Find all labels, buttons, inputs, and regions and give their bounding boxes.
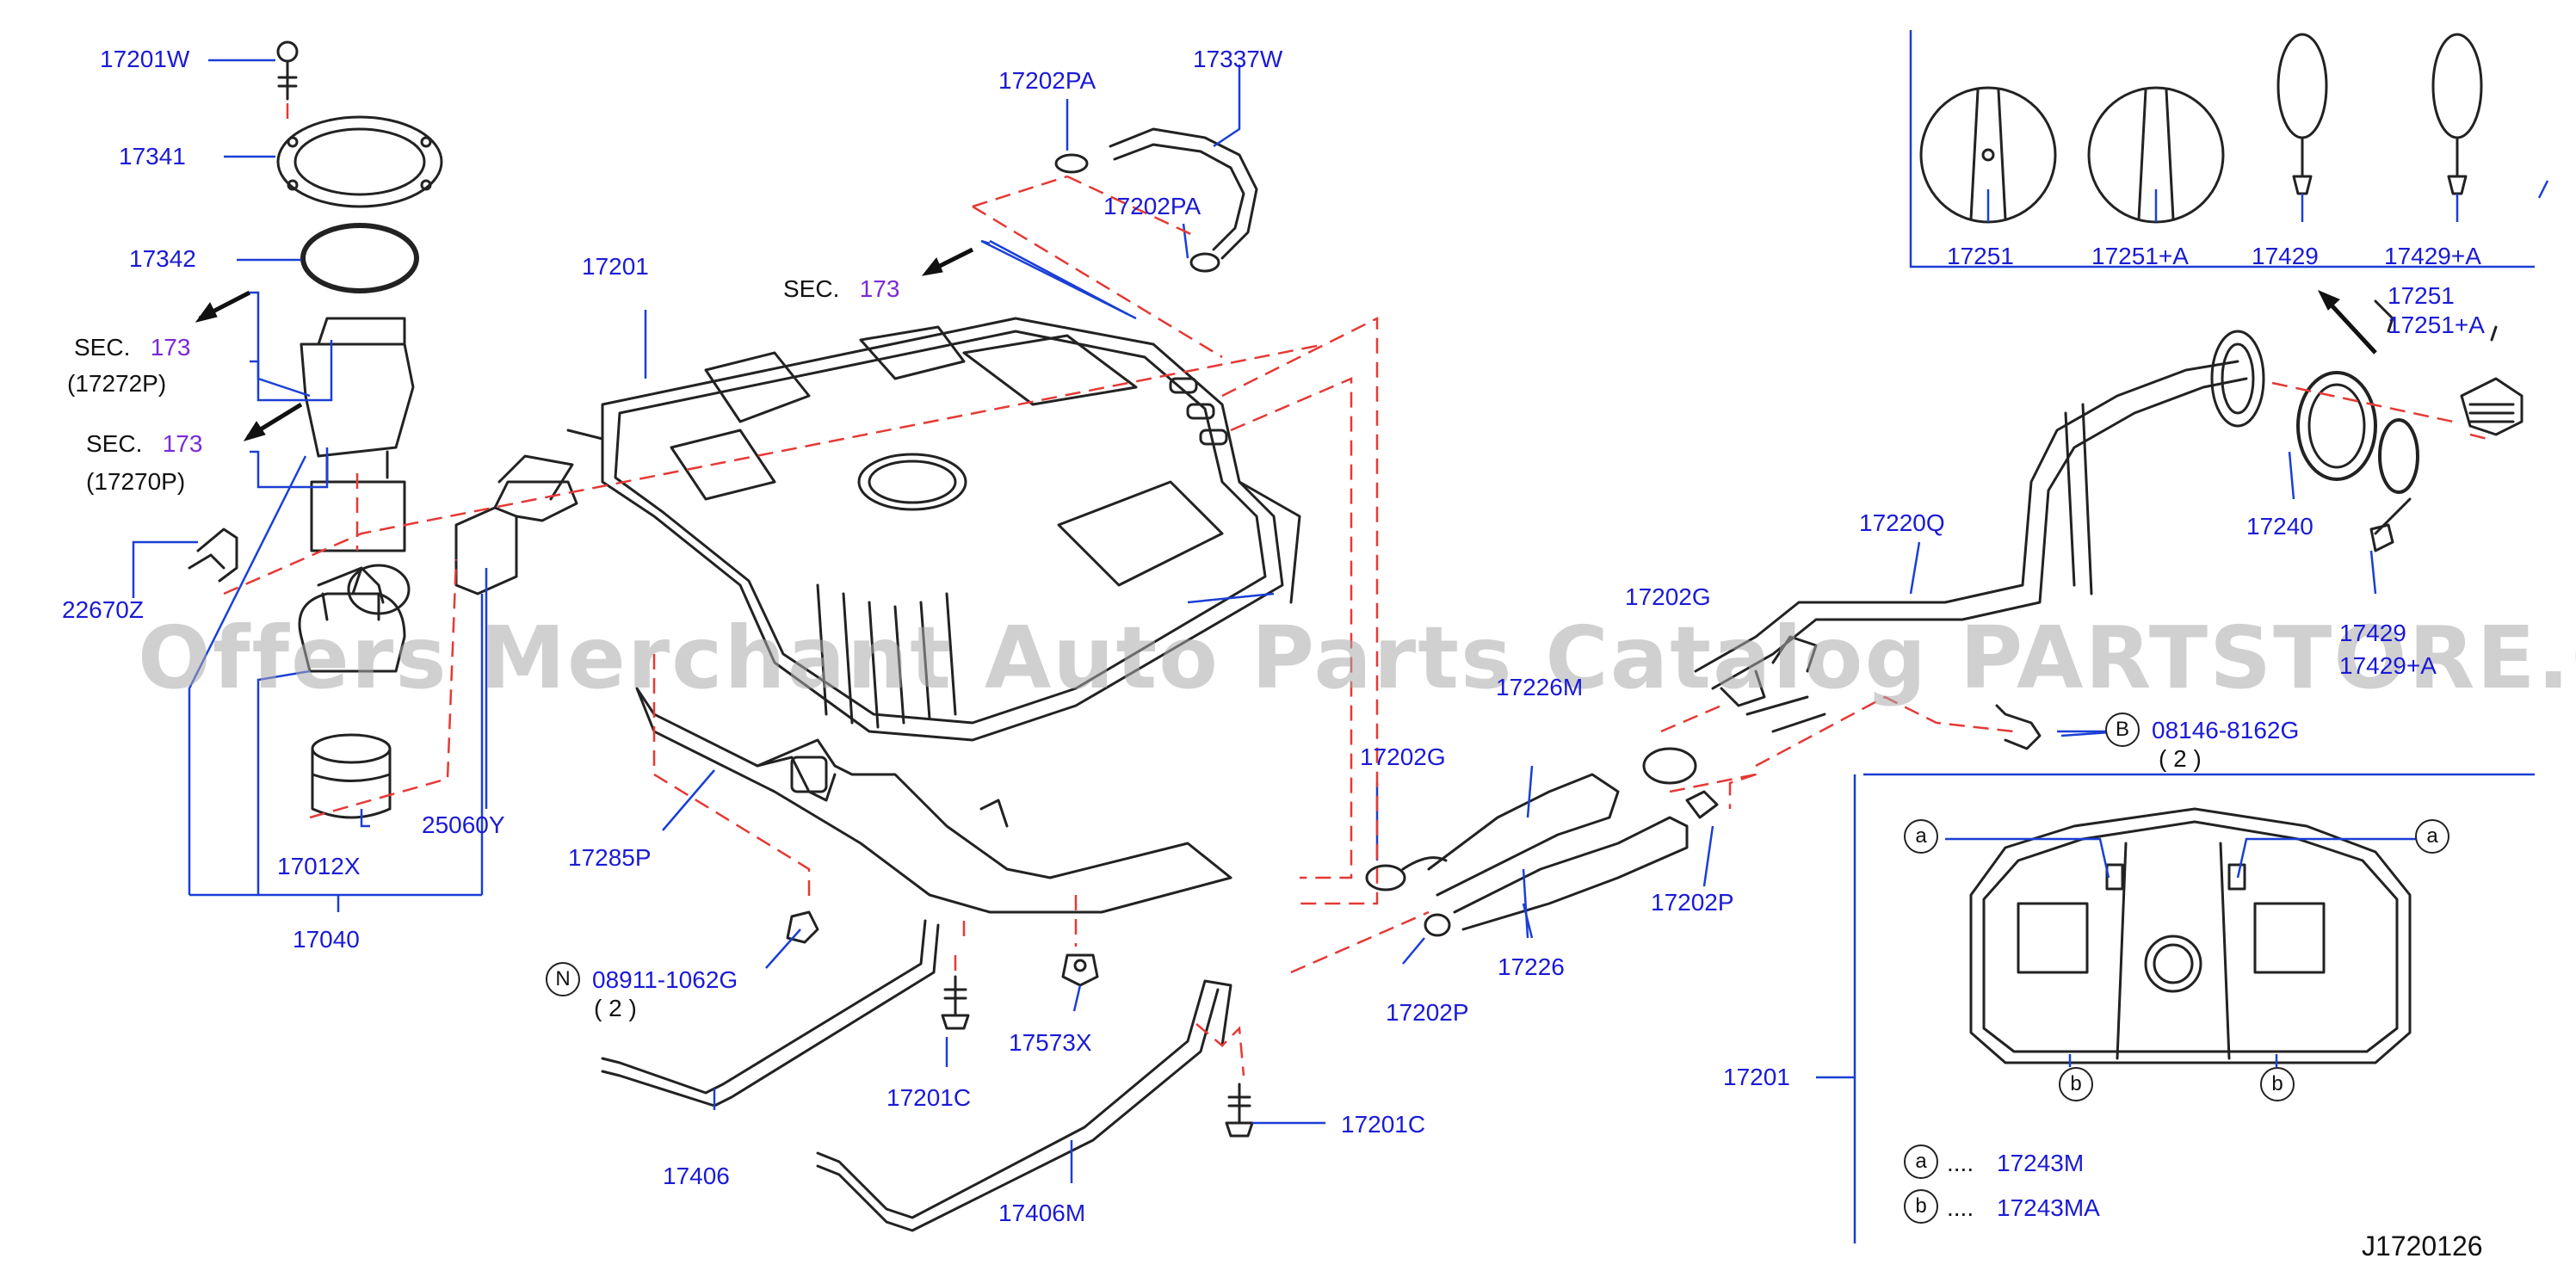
part-label-17202G-left[interactable]: 17202G [1360, 743, 1446, 770]
part-label-17341[interactable]: 17341 [119, 143, 186, 170]
legend-part-17243M[interactable]: 17243M [1997, 1150, 2085, 1176]
part-label-17040[interactable]: 17040 [293, 926, 360, 953]
section-number: 173 [162, 430, 203, 457]
part-label-17240[interactable]: 17240 [2246, 513, 2313, 540]
section-prefix: SEC. [783, 275, 840, 302]
legend-dots-b: .... [1947, 1194, 1974, 1221]
part-label-17201-detail[interactable]: 17201 [1723, 1064, 1790, 1090]
part-label-17406M[interactable]: 17406M [998, 1200, 1086, 1226]
part-label-17429-inset[interactable]: 17429 [2252, 243, 2319, 269]
part-label-17429A-inset[interactable]: 17429+A [2384, 243, 2481, 269]
part-label-22670Z[interactable]: 22670Z [62, 596, 144, 623]
marker-N: N [546, 962, 580, 996]
section-prefix: SEC. [86, 430, 143, 457]
part-label-17202PA-top[interactable]: 17202PA [998, 67, 1096, 94]
part-label-17226M[interactable]: 17226M [1496, 674, 1584, 700]
part-label-17251A-inset[interactable]: 17251+A [2091, 243, 2189, 269]
part-label-17201C-left[interactable]: 17201C [886, 1084, 972, 1111]
section-number: 173 [150, 334, 191, 361]
quantity-08911: ( 2 ) [594, 995, 637, 1021]
leader-lines [132, 30, 2549, 1243]
part-label-08146-8162G[interactable]: 08146-8162G [2152, 717, 2300, 743]
tank-detail-drawing [1969, 807, 2412, 1064]
marker-a-left: a [1904, 819, 1938, 854]
hoses-drawing [1054, 127, 1719, 937]
part-label-17251-inset[interactable]: 17251 [1947, 243, 2014, 269]
part-label-17406[interactable]: 17406 [663, 1163, 730, 1189]
part-label-17285P[interactable]: 17285P [568, 844, 652, 871]
marker-B: B [2105, 713, 2140, 747]
fuel-pump-drawing [188, 40, 443, 819]
bolts-drawing [786, 704, 2042, 1138]
part-label-17342[interactable]: 17342 [129, 245, 196, 272]
marker-a-right: a [2415, 819, 2449, 854]
part-label-08911-1062G[interactable]: 08911-1062G [592, 966, 738, 993]
legend-marker-b: b [1904, 1189, 1938, 1224]
part-label-17201W[interactable]: 17201W [100, 46, 190, 72]
dashed-assembly-lines [223, 103, 2488, 1077]
filler-tube-drawing [1694, 330, 2265, 733]
legend-dots-a: .... [1947, 1150, 1974, 1176]
fuel-tank-drawing [566, 317, 1301, 742]
part-label-17251-main[interactable]: 17251 [2388, 282, 2455, 309]
legend-part-17243MA[interactable]: 17243MA [1997, 1194, 2100, 1221]
section-ref-17270P[interactable]: SEC. 173 [86, 432, 202, 456]
part-label-25060Y[interactable]: 25060Y [422, 811, 505, 838]
part-label-17201C-right[interactable]: 17201C [1341, 1111, 1426, 1138]
fuel-level-sender-drawing [454, 454, 578, 595]
part-label-17202PA-mid[interactable]: 17202PA [1103, 193, 1202, 219]
part-label-17337W[interactable]: 17337W [1193, 46, 1283, 72]
section-prefix: SEC. [74, 334, 131, 361]
section-ref-173-center[interactable]: SEC. 173 [783, 277, 899, 301]
part-label-17202G-top[interactable]: 17202G [1625, 583, 1711, 610]
section-number: 173 [859, 275, 900, 302]
section-leaders [250, 239, 1128, 398]
diagram-code: J1720126 [2362, 1231, 2483, 1262]
part-label-17202P-right[interactable]: 17202P [1651, 889, 1734, 916]
part-label-17012X[interactable]: 17012X [277, 853, 361, 879]
marker-b-right: b [2260, 1067, 2295, 1101]
part-label-17429-main[interactable]: 17429 [2339, 620, 2406, 646]
part-label-17573X[interactable]: 17573X [1009, 1029, 1092, 1056]
section-sub-17272P: (17272P) [67, 370, 167, 397]
legend-marker-a: a [1904, 1144, 1938, 1179]
part-label-17429A-main[interactable]: 17429+A [2339, 652, 2437, 679]
marker-b-left: b [2059, 1067, 2093, 1101]
protector-drawing [635, 687, 1232, 914]
part-label-17220Q[interactable]: 17220Q [1859, 509, 1945, 536]
part-label-17226[interactable]: 17226 [1498, 953, 1565, 980]
cap-inset-drawing [1919, 33, 2483, 224]
quantity-08146: ( 2 ) [2159, 745, 2202, 772]
section-ref-17272P[interactable]: SEC. 173 [74, 336, 190, 360]
part-label-17201[interactable]: 17201 [582, 253, 649, 280]
direction-arrows [195, 247, 2377, 441]
section-sub-17270P: (17270P) [86, 468, 186, 495]
filler-cap-drawing [2296, 299, 2523, 552]
part-label-17251A-main[interactable]: 17251+A [2388, 312, 2485, 338]
part-label-17202P-bottom[interactable]: 17202P [1386, 999, 1469, 1026]
